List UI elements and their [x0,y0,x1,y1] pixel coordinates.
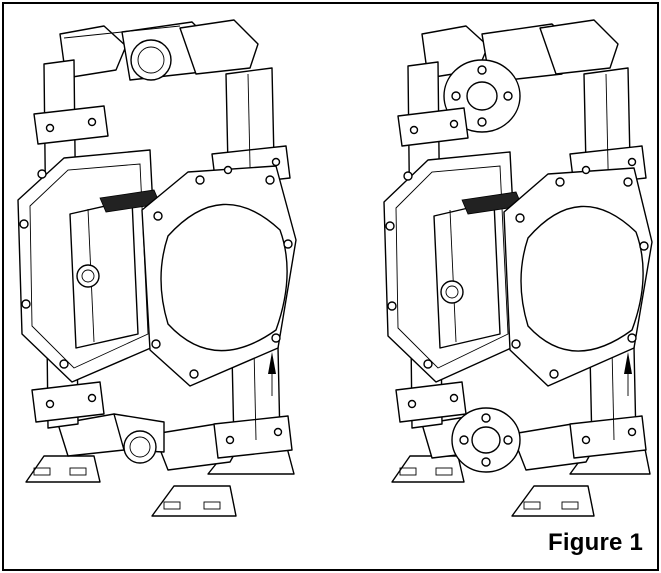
housing-bolts [385,119,649,445]
air-valve-center [69,189,161,349]
diaphragm-housing-front [503,167,653,387]
air-valve-center [433,191,523,349]
figure-caption: Figure 1 [548,529,643,556]
housing-bolts [19,117,293,445]
left-pump [17,19,297,517]
top-flange [443,59,521,133]
pump-illustration [17,19,653,517]
right-pump [383,19,653,517]
top-manifold [59,19,259,81]
bottom-flange [451,407,521,473]
diaphragm-housing-front [141,165,297,387]
